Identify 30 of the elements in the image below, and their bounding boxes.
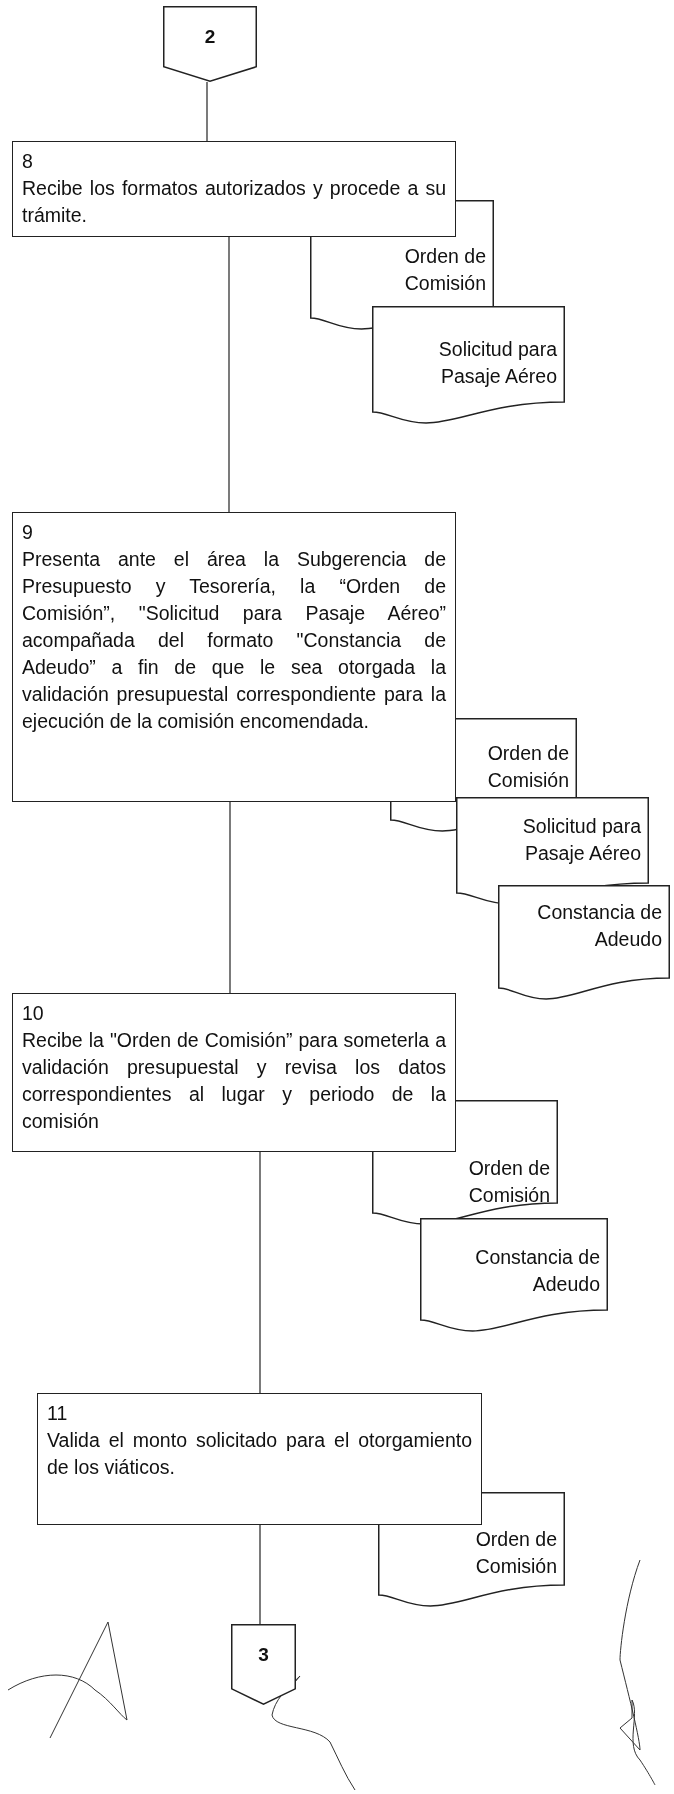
step-number: 8 [22, 149, 34, 174]
document-label: Solicitud para Pasaje Aéreo [521, 814, 641, 866]
connector-line [206, 81, 208, 142]
connector-number: 2 [203, 25, 217, 48]
document-label: Orden de Comisión [403, 244, 486, 296]
document-label: Orden de Comisión [467, 1156, 550, 1208]
step-description: Presenta ante el área la Subgerencia de Presupuesto y Tesorería, la “Orden de Comisión”, "Solicitud para Pasaje Aéreo” acompañada del formato "Constancia de Adeudo” a fin de que le sea otorgada la validación presupuestal correspondiente para la ejecución de la comisión encomendada. [22, 547, 446, 734]
step-number: 10 [22, 1001, 45, 1026]
step-description: Recibe los formatos autorizados y procede a su trámite. [22, 176, 446, 228]
document-label: Orden de Comisión [474, 1527, 557, 1579]
connector-number: 3 [257, 1643, 270, 1666]
step-description: Valida el monto solicitado para el otorgamiento de los viáticos. [47, 1428, 472, 1480]
off-page-connector [231, 1624, 296, 1705]
document-shape [498, 885, 670, 1000]
document-label: Constancia de Adeudo [536, 900, 662, 952]
document-label: Orden de Comisión [486, 741, 569, 793]
document-shape [420, 1218, 608, 1332]
document-label: Constancia de Adeudo [474, 1245, 600, 1297]
connector-line [228, 236, 230, 513]
step-number: 9 [22, 520, 34, 545]
step-description: Recibe la "Orden de Comisión” para someterla a validación presupuestal y revisa los datos correspondientes al lugar y periodo de la comisión [22, 1028, 446, 1134]
process-box [12, 141, 456, 237]
connector-line [259, 1151, 261, 1394]
off-page-connector [163, 6, 257, 82]
connector-line [259, 1524, 261, 1625]
process-box [12, 512, 456, 802]
step-number: 11 [47, 1401, 69, 1426]
document-label: Solicitud para Pasaje Aéreo [437, 337, 557, 389]
document-shape [372, 306, 565, 424]
connector-line [229, 801, 231, 994]
